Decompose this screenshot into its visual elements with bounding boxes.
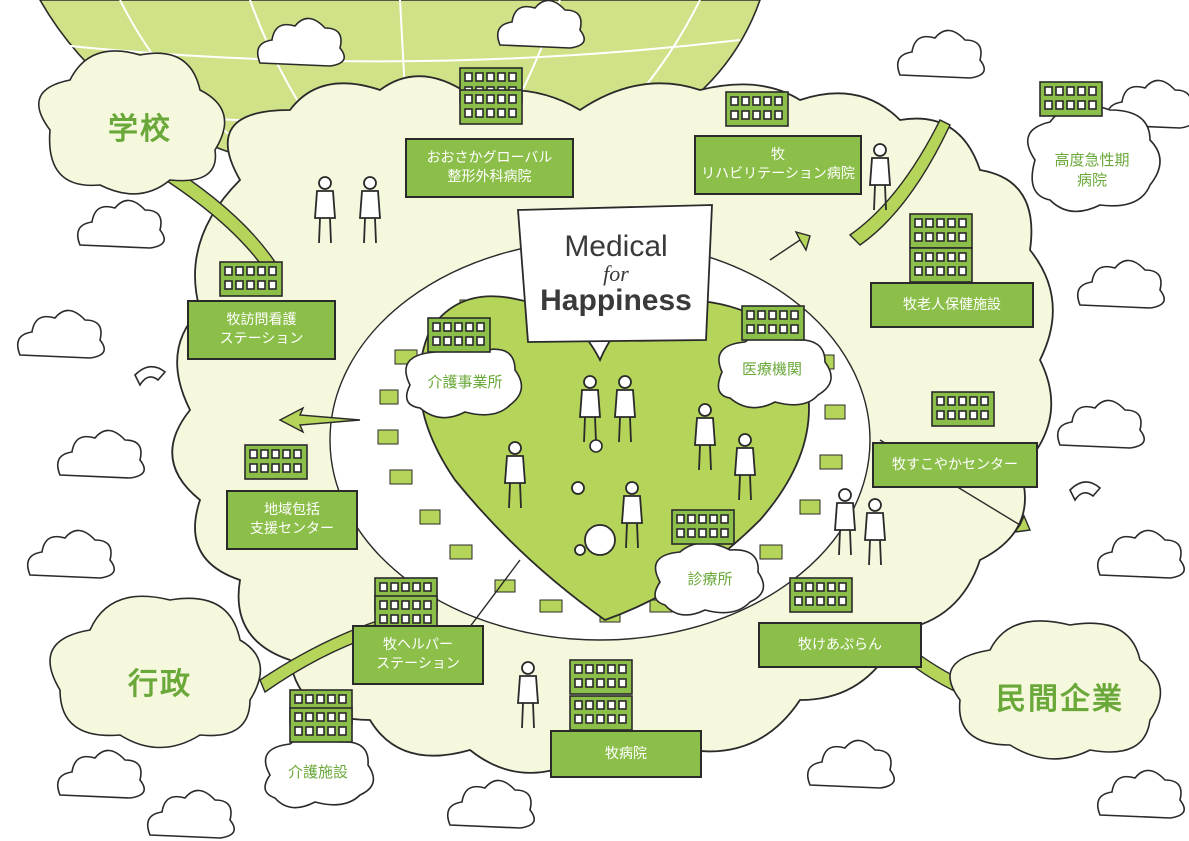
label-clinic: 診療所 [687,570,733,589]
label-acute-hospital-line1: 高度急性期 [1054,150,1130,169]
label-medical-institution: 医療機関 [741,360,802,379]
soccer-ball-icon [589,439,603,453]
facility-community-center-line2: 支援センター [250,521,334,537]
flag-shape [517,204,713,343]
facility-community-center-line1: 地域包括 [264,502,320,519]
facility-maki-hospital: 牧病院 [550,730,702,778]
facility-osaka-global-line2: 整形外科病院 [447,169,532,185]
facility-osaka-global-line1: おおさかグローバル [426,150,553,167]
hero-title-line3: Happiness [540,284,692,318]
facility-rehab-line2: リハビリテーション病院 [701,166,855,182]
facility-elderly-care: 牧老人保健施設 [870,282,1034,328]
label-acute-hospital: 高度急性期 病院 [1042,140,1142,200]
facility-osaka-global: おおさかグローバル 整形外科病院 [405,138,574,198]
hero-title-line1: Medical [564,229,668,263]
facility-helper-station: 牧ヘルパー ステーション [352,625,484,685]
facility-community-center: 地域包括 支援センター [226,490,358,550]
label-private-company: 民間企業 [996,681,1124,717]
facility-nursing-station: 牧訪問看護 ステーション [187,300,336,360]
hero-title: Medical for Happiness [522,214,710,334]
label-care-office: 介護事業所 [427,373,503,392]
bird-icon [1069,481,1102,502]
label-government: 行政 [128,666,192,702]
facility-helper-station-line1: 牧ヘルパー [383,637,453,654]
hero-title-line2: for [603,260,629,286]
facility-nursing-station-line1: 牧訪問看護 [226,312,297,329]
label-acute-hospital-line2: 病院 [1076,171,1107,189]
facility-sukoyaka-center: 牧すこやかセンター [872,442,1038,488]
facility-helper-station-line2: ステーション [376,656,460,672]
facility-care-plan: 牧けあぷらん [758,622,922,668]
label-care-facility: 介護施設 [287,763,348,782]
label-clouds [38,50,1162,809]
facility-rehab-hospital: 牧 リハビリテーション病院 [694,135,862,195]
label-school: 学校 [108,111,172,147]
wheelchair-icon [571,481,616,556]
facility-rehab-line1: 牧 [771,147,785,164]
facility-nursing-station-line2: ステーション [219,331,304,347]
bird-icon [134,365,167,387]
